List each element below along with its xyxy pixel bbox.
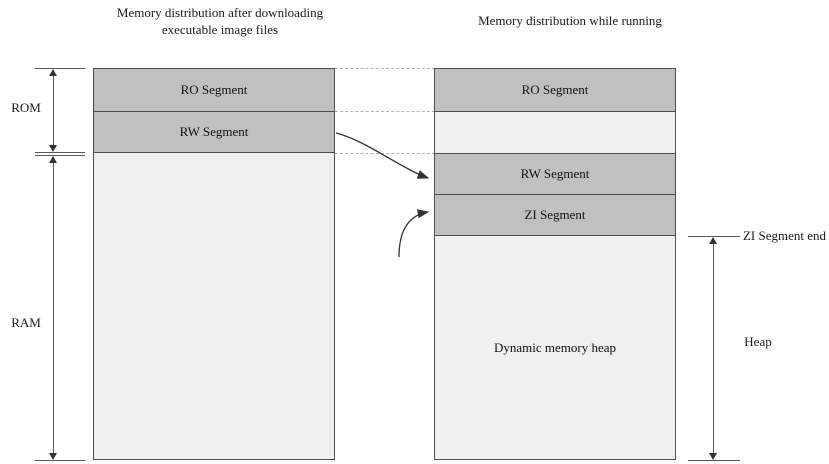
ram-tick-bottom xyxy=(35,460,85,461)
heap-tick-top xyxy=(688,236,740,237)
left-segment-rw: RW Segment xyxy=(93,111,335,153)
rom-dimension-line xyxy=(53,70,54,150)
guide-line-ro-bottom xyxy=(335,111,435,112)
heap-tick-bottom xyxy=(688,460,740,461)
rom-arrowhead-up xyxy=(49,69,57,76)
ram-dimension-line xyxy=(53,157,54,458)
right-segment-zi-label: ZI Segment xyxy=(524,207,586,222)
left-segment-ro-label: RO Segment xyxy=(180,82,248,97)
rw-relocation-arrow xyxy=(335,132,430,179)
left-segment-rw-label: RW Segment xyxy=(179,124,249,139)
guide-line-rw-bottom xyxy=(335,153,435,154)
right-segment-rw-label: RW Segment xyxy=(520,166,590,181)
right-segment-heap: Dynamic memory heap xyxy=(434,235,676,460)
ram-arrowhead-down xyxy=(49,453,57,460)
guide-line-top xyxy=(335,68,435,69)
right-segment-ro: RO Segment xyxy=(434,68,676,112)
rom-arrowhead-down xyxy=(49,145,57,152)
heap-arrowhead-down xyxy=(709,453,717,460)
heap-dimension-line xyxy=(713,238,714,458)
rom-tick-top xyxy=(35,68,85,69)
left-diagram-title: Memory distribution after downloading ex… xyxy=(116,5,324,37)
right-diagram-title: Memory distribution while running xyxy=(478,13,662,28)
right-segment-ro-label: RO Segment xyxy=(521,82,589,97)
right-segment-rw: RW Segment xyxy=(434,153,676,195)
right-segment-gap xyxy=(434,111,676,154)
right-segment-heap-label: Dynamic memory heap xyxy=(493,339,616,355)
ram-tick-top xyxy=(35,155,85,156)
left-segment-ro: RO Segment xyxy=(93,68,335,112)
left-memory-column: RO Segment RW Segment xyxy=(93,68,335,460)
heap-arrowhead-up xyxy=(709,237,717,244)
rom-label: ROM xyxy=(11,100,41,115)
right-segment-zi: ZI Segment xyxy=(434,194,676,236)
right-memory-column: RO Segment RW Segment ZI Segment Dynamic… xyxy=(434,68,676,460)
zi-creation-arrow xyxy=(398,209,430,258)
rom-tick-bottom xyxy=(35,152,85,153)
left-segment-free xyxy=(93,152,335,460)
zi-segment-end-label: ZI Segment end xyxy=(742,228,827,243)
ram-label: RAM xyxy=(11,315,41,330)
heap-label: Heap xyxy=(744,334,772,349)
ram-arrowhead-up xyxy=(49,156,57,163)
